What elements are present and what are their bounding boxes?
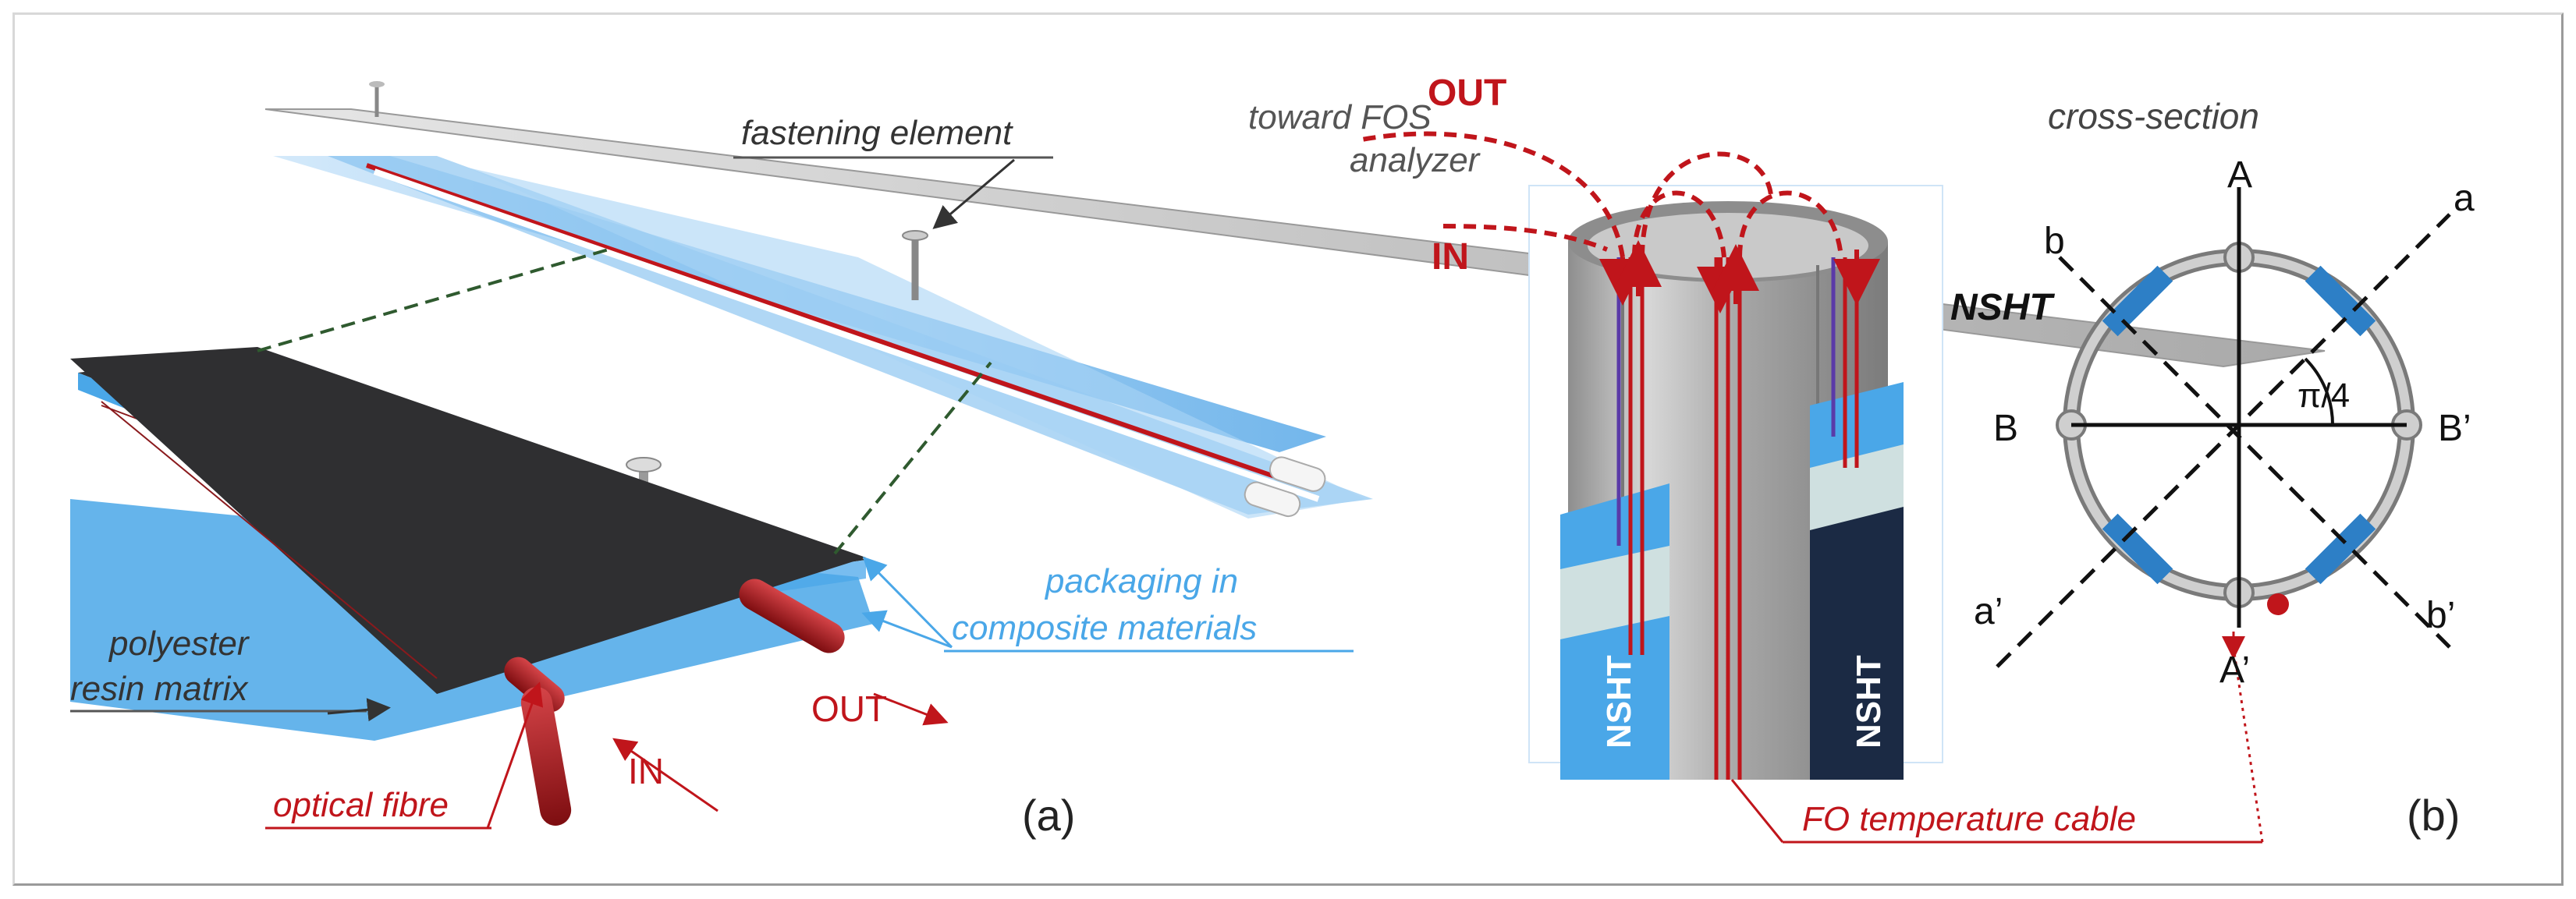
fo-cable-label: FO temperature cable <box>1802 800 2136 838</box>
nsht-strip-left-blue-2 <box>1560 616 1669 780</box>
axis-A-prime-label: A’ <box>2219 649 2250 691</box>
panel-b-in-label: IN <box>1432 236 1469 278</box>
optical-fibre-label: optical fibre <box>273 786 449 824</box>
nsht-right-label: NSHT <box>1850 655 1888 749</box>
nsht-strip-right-navy <box>1810 507 1904 780</box>
toward-fos-line1: toward FOS <box>1248 98 1432 136</box>
dashed-leader-1 <box>257 248 609 352</box>
panel-a: fastening element packaging in composite… <box>70 81 2326 840</box>
white-rod-end-2 <box>1244 481 1301 518</box>
white-fibre-line <box>373 168 1320 502</box>
fastening-element-label: fastening element <box>741 114 1013 152</box>
panel-a-out-arrow <box>873 692 949 726</box>
screw-top <box>369 81 385 117</box>
axis-aa <box>1996 213 2451 668</box>
packaging-arrow-2 <box>861 610 953 649</box>
cross-section-title: cross-section <box>2048 96 2259 136</box>
fo-cable-leader <box>1730 779 1784 843</box>
fo-cable-dot <box>2267 593 2289 615</box>
axis-A-label: A <box>2227 154 2252 196</box>
fo-cable-leader-dotted <box>2232 646 2264 843</box>
white-rod-end-1 <box>1268 456 1326 492</box>
panel-b-out-label: OUT <box>1428 73 1506 114</box>
axis-B-prime-label: B’ <box>2438 408 2471 449</box>
axis-a-label: a <box>2454 178 2475 219</box>
packaging-arrow-1 <box>862 556 953 649</box>
axis-b-prime-label: b’ <box>2426 595 2455 636</box>
resin-label-line2: resin matrix <box>70 670 249 708</box>
axis-a-prime-label: a’ <box>1974 591 2003 632</box>
angle-arc <box>2304 357 2335 426</box>
red-rod-right <box>739 579 845 653</box>
tube-fibres <box>1616 257 1859 780</box>
fastening-arrow <box>932 158 1015 229</box>
dashed-leader-2 <box>833 361 992 555</box>
tube-flow-arrows <box>1599 240 1880 313</box>
plate-fibre-line-3 <box>101 401 438 679</box>
panel-b-tube: NSHT NSHT toward FOS analyzer OUT IN FO … <box>1248 73 2262 844</box>
nsht-cross-label: NSHT <box>1950 287 2055 328</box>
panel-b-letter: (b) <box>2407 791 2460 840</box>
tube-fibre-loops <box>1357 131 1843 258</box>
resin-label-line1: polyester <box>108 625 250 663</box>
figure-frame <box>12 12 2564 886</box>
panel-a-in-arrow <box>612 738 719 812</box>
screw-middle <box>902 230 928 300</box>
resin-arrow <box>327 698 391 722</box>
angle-label: π/4 <box>2297 377 2350 415</box>
nsht-left-label: NSHT <box>1600 655 1638 749</box>
dark-plate-main <box>70 347 866 694</box>
panel-a-letter: (a) <box>1022 791 1075 840</box>
cross-section-sensors <box>2102 265 2376 585</box>
packaging-label-line1: packaging in <box>1044 562 1238 600</box>
axis-b-label: b <box>2044 221 2065 262</box>
red-fibre-line <box>366 163 1296 486</box>
optical-fibre-arrow <box>486 681 544 829</box>
axis-bb <box>2058 256 2451 649</box>
axis-B-label: B <box>1993 408 2018 449</box>
panel-b-cross-section: cross-section π/4 A <box>1950 96 2475 843</box>
packaging-label-line2: composite materials <box>952 609 1257 647</box>
toward-fos-line2: analyzer <box>1350 141 1481 179</box>
